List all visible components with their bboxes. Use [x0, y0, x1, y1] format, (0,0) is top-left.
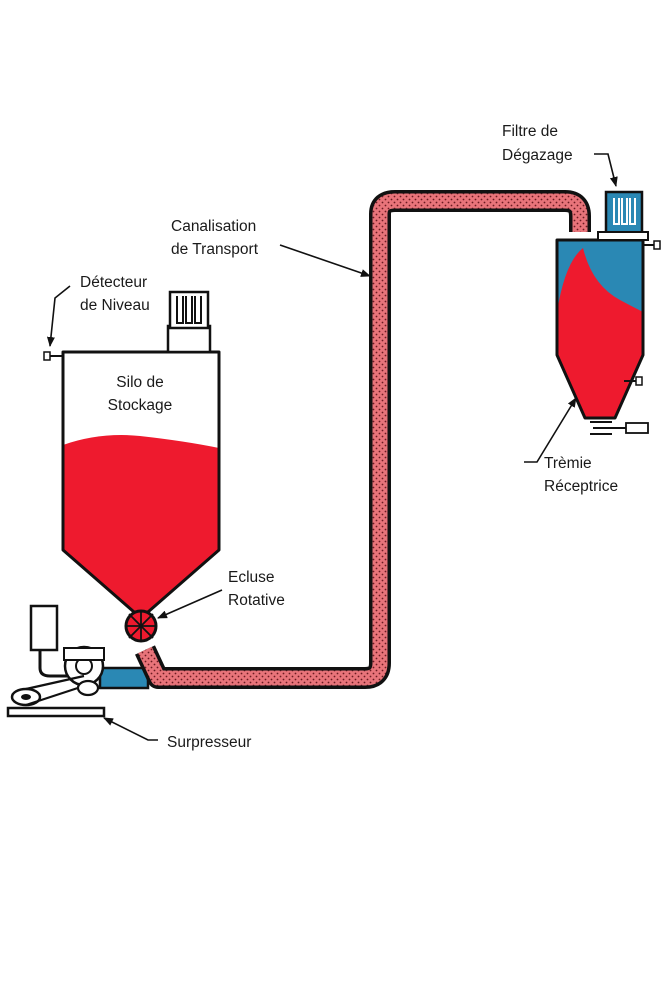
blower-icon — [6, 604, 106, 718]
labels: Filtre de Dégazage Canalisation de Trans… — [80, 123, 618, 751]
label-ecluse-1: Ecluse — [228, 569, 275, 586]
leader-lines — [46, 153, 618, 741]
label-ecluse-2: Rotative — [228, 592, 285, 609]
degassing-filter-icon — [597, 190, 649, 241]
air-supply-pipe — [98, 666, 150, 690]
level-detector-icon — [43, 351, 63, 361]
rotary-valve-icon — [124, 609, 158, 643]
label-silo-1: Silo de — [116, 374, 163, 391]
label-canalisation-2: de Transport — [171, 241, 259, 258]
discharge-valve-icon — [590, 421, 649, 435]
label-filtre-de-degazage-1: Filtre de — [502, 123, 558, 140]
silo-filter-icon — [168, 290, 210, 330]
label-silo-2: Stockage — [108, 397, 173, 414]
label-tremie-1: Trèmie — [544, 455, 592, 472]
label-detecteur-2: de Niveau — [80, 297, 150, 314]
label-tremie-2: Réceptrice — [544, 478, 618, 495]
label-surpresseur: Surpresseur — [167, 734, 251, 751]
transport-pipeline — [135, 190, 591, 689]
storage-silo — [43, 290, 221, 614]
label-detecteur-1: Détecteur — [80, 274, 147, 291]
receiving-hopper — [555, 190, 661, 435]
label-filtre-de-degazage-2: Dégazage — [502, 147, 573, 164]
label-canalisation-1: Canalisation — [171, 218, 256, 235]
